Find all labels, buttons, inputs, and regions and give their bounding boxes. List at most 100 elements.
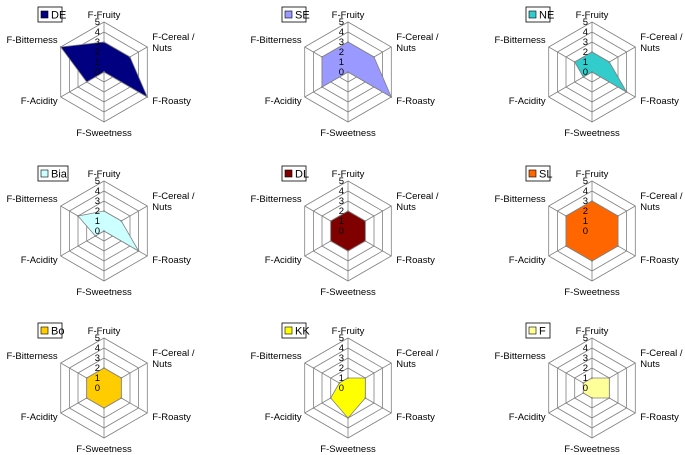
axis-label: F-Acidity (509, 96, 546, 107)
tick-label: 3 (95, 353, 100, 364)
data-point (591, 200, 593, 202)
data-point (591, 71, 593, 73)
data-point (329, 397, 332, 399)
tick-label: 5 (339, 17, 344, 28)
data-point (565, 215, 567, 217)
tick-label: 5 (583, 176, 588, 187)
tick-label: 3 (583, 37, 588, 48)
axis-label: F-Acidity (265, 96, 302, 107)
axis-label: F-Fruity (332, 10, 365, 21)
data-point (103, 230, 105, 232)
data-point (582, 382, 585, 384)
tick-label: 4 (583, 186, 588, 197)
data-point (591, 397, 593, 399)
tick-label: 3 (583, 353, 588, 364)
data-point (608, 397, 611, 399)
axis-label: F-Fruity (88, 10, 121, 21)
data-point (103, 367, 105, 369)
tick-label: 1 (583, 373, 588, 384)
legend-swatch (528, 10, 537, 19)
tick-label: 5 (339, 333, 344, 344)
axis-label: F-Acidity (509, 412, 546, 423)
axis-label: F-Sweetness (320, 444, 376, 455)
tick-label: 0 (583, 67, 588, 78)
legend-label: DL (295, 169, 309, 181)
axis-label: F-Fruity (88, 169, 121, 180)
tick-label: 2 (583, 206, 588, 217)
legend-swatch (528, 169, 537, 178)
tick-label: 2 (339, 47, 344, 58)
axis-label: F-Fruity (576, 326, 609, 337)
data-point (94, 235, 97, 237)
data-point (321, 86, 323, 88)
data-polygon (86, 367, 122, 409)
tick-label: 1 (583, 57, 588, 68)
data-polygon (330, 377, 366, 419)
tick-label: 1 (95, 216, 100, 227)
data-point (103, 71, 105, 73)
tick-label: 0 (95, 67, 100, 78)
data-point (347, 417, 349, 419)
data-point (608, 377, 611, 379)
data-point (347, 71, 349, 73)
data-point (390, 96, 393, 98)
axis-label: F-Fruity (576, 10, 609, 21)
axis-label: F-Acidity (21, 255, 58, 266)
axis-label: F-Sweetness (564, 444, 620, 455)
axis-label: F-Cereal /Nuts (152, 191, 195, 213)
data-point (103, 407, 105, 409)
tick-label: 3 (95, 37, 100, 48)
data-point (591, 260, 593, 262)
tick-label: 1 (339, 57, 344, 68)
data-point (85, 377, 88, 379)
tick-label: 5 (339, 176, 344, 187)
data-point (373, 56, 375, 58)
legend-label: F (539, 326, 546, 338)
tick-label: 1 (339, 373, 344, 384)
axis-label: F-Roasty (640, 412, 679, 423)
data-point (617, 215, 619, 217)
axis-label: F-Bitterness (250, 35, 301, 46)
tick-label: 4 (95, 27, 100, 38)
data-point (59, 46, 62, 48)
data-point (329, 240, 332, 242)
tick-label: 2 (339, 363, 344, 374)
data-point (338, 382, 341, 384)
axis-label: F-Cereal /Nuts (396, 32, 439, 54)
data-point (347, 41, 349, 43)
tick-label: 0 (583, 383, 588, 394)
legend-label: Bo (51, 326, 64, 338)
axis-label: F-Cereal /Nuts (640, 191, 683, 213)
tick-label: 4 (95, 186, 100, 197)
axis-label: F-Roasty (640, 255, 679, 266)
axis-label: F-Roasty (396, 255, 435, 266)
tick-label: 2 (95, 206, 100, 217)
data-point (129, 56, 131, 58)
axis-label: F-Cereal /Nuts (396, 191, 439, 213)
data-point (137, 250, 140, 252)
legend-swatch (40, 326, 49, 335)
tick-label: 2 (95, 363, 100, 374)
data-point (364, 220, 367, 222)
legend-label: NE (539, 10, 554, 22)
data-point (617, 245, 619, 247)
data-point (120, 220, 123, 222)
tick-label: 0 (339, 226, 344, 237)
tick-label: 0 (339, 67, 344, 78)
data-point (77, 215, 79, 217)
legend-swatch (284, 326, 293, 335)
tick-label: 3 (339, 353, 344, 364)
data-point (364, 240, 367, 242)
axis-label: F-Roasty (152, 255, 191, 266)
axis-label: F-Fruity (576, 169, 609, 180)
data-point (347, 377, 349, 379)
axis-label: F-Roasty (640, 96, 679, 107)
tick-label: 0 (95, 226, 100, 237)
axis-label: F-Cereal /Nuts (396, 348, 439, 370)
